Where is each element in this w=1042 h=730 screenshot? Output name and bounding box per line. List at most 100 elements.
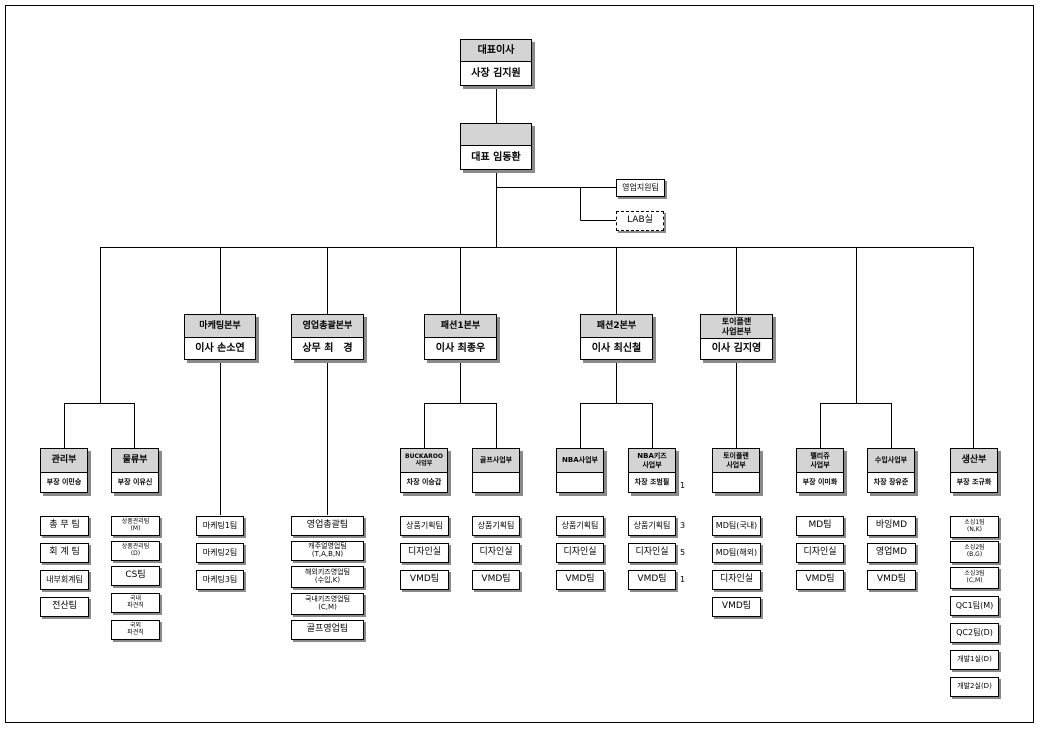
division-title: 패션1본부: [425, 315, 496, 338]
division-head: 이사 손소연: [195, 342, 245, 354]
team-box-pelliccia: MD팀: [796, 516, 844, 536]
dept-head: 차장 장유준: [873, 478, 909, 487]
president-box: 대표 임동환: [460, 123, 532, 170]
team-box-marketing: 마케팅1팀: [196, 516, 244, 536]
team-box-import: 영업MD: [867, 543, 916, 563]
side-note: 5: [680, 548, 686, 557]
team-box-logistics: 상품관리팀 (M): [111, 516, 160, 536]
team-box-nba-kids: VMD팀: [628, 570, 676, 590]
team-box-sales: 해외키즈영업팀 (수입,K): [291, 566, 364, 588]
team-box-pelliccia: VMD팀: [796, 570, 844, 590]
side-note: 1: [680, 575, 686, 584]
team-box-admin: 총 무 팀: [40, 516, 89, 536]
division-title: 토이플랜 사업본부: [701, 315, 772, 339]
staff-sales-support: 영업지원팀: [616, 179, 665, 197]
ceo-name: 사장 김지원: [471, 67, 521, 79]
org-chart-frame: [5, 5, 1034, 723]
team-box-production: 소싱2팀 (B,G): [950, 541, 999, 563]
dept-toyplan: 토이플랜 사업부: [712, 448, 760, 493]
team-box-toyplan: MD팀(국내): [712, 516, 761, 536]
division-toy: 토이플랜 사업본부 이사 김지영: [700, 314, 773, 360]
dept-head: 부장 조규화: [956, 478, 992, 487]
dept-title: 물류부: [112, 449, 158, 473]
team-box-nba: VMD팀: [556, 570, 604, 590]
team-box-toyplan: VMD팀: [712, 597, 761, 617]
dept-pelliccia: 펠리쥬 사업부 부장 이미화: [796, 448, 844, 493]
team-box-logistics: 국외 파견직: [111, 620, 160, 640]
dept-head: [473, 473, 519, 492]
dept-title: 펠리쥬 사업부: [797, 449, 843, 473]
dept-nba: NBA사업부: [556, 448, 604, 493]
team-box-logistics: 상품관리팀 (D): [111, 541, 160, 561]
side-note: 3: [680, 521, 686, 530]
side-note: 1: [680, 481, 686, 490]
dept-title: 생산부: [951, 449, 997, 473]
dept-title: NBA사업부: [557, 449, 603, 473]
dept-title: NBA키즈 사업부: [629, 449, 675, 473]
division-fashion2: 패션2본부 이사 최신철: [580, 314, 653, 360]
team-box-production: 소싱1팀 (N,K): [950, 516, 999, 538]
team-box-sales: 국내키즈영업팀 (C,M): [291, 593, 364, 615]
team-box-import: 바잉MD: [867, 516, 916, 536]
dept-title: 토이플랜 사업부: [713, 449, 759, 473]
dept-head: 부장 이유신: [117, 478, 153, 487]
dept-buckaroo: BUCKAROO 사업부 차장 이승갑: [400, 448, 448, 493]
team-box-logistics: 국내 파견직: [111, 593, 160, 613]
team-box-production: QC1팀(M): [950, 596, 999, 616]
dept-nba-kids: NBA키즈 사업부 차장 조범필: [628, 448, 676, 493]
team-box-nba-kids: 상품기획팀: [628, 516, 676, 536]
dept-import: 수입사업부 차장 장유준: [867, 448, 915, 493]
team-box-golf: 디자인실: [472, 543, 520, 563]
ceo-title: 대표이사: [461, 40, 531, 62]
team-box-import: VMD팀: [867, 570, 916, 590]
dept-head: [713, 473, 759, 492]
team-box-sales: 골프영업팀: [291, 620, 364, 640]
division-title: 패션2본부: [581, 315, 652, 338]
team-box-toyplan: 디자인실: [712, 570, 761, 590]
team-box-marketing: 마케팅2팀: [196, 543, 244, 563]
president-title: [461, 124, 531, 146]
division-sales: 영업총괄본부 상무 최 경: [291, 314, 364, 360]
dept-head: 차장 이승갑: [406, 478, 442, 487]
team-box-pelliccia: 디자인실: [796, 543, 844, 563]
dept-golf: 골프사업부: [472, 448, 520, 493]
team-box-marketing: 마케팅3팀: [196, 570, 244, 590]
team-box-nba-kids: 디자인실: [628, 543, 676, 563]
division-title: 영업총괄본부: [292, 315, 363, 338]
dept-production: 생산부 부장 조규화: [950, 448, 998, 493]
team-box-production: 개발2실(D): [950, 677, 999, 697]
team-box-admin: 내부회계팀: [40, 570, 89, 590]
team-box-golf: VMD팀: [472, 570, 520, 590]
team-box-admin: 전산팀: [40, 597, 89, 617]
dept-admin: 관리부 부장 이민승: [40, 448, 88, 493]
team-box-golf: 상품기획팀: [472, 516, 520, 536]
dept-head: 부장 이미화: [802, 478, 838, 487]
dept-head: 차장 조범필: [634, 478, 670, 487]
team-box-nba: 디자인실: [556, 543, 604, 563]
division-title: 마케팅본부: [185, 315, 255, 338]
dept-head: [557, 473, 603, 492]
team-box-buckaroo: 상품기획팀: [400, 516, 449, 536]
team-box-production: QC2팀(D): [950, 623, 999, 643]
division-head: 이사 최종우: [435, 342, 486, 354]
division-head: 이사 김지영: [711, 343, 762, 355]
dept-head: 부장 이민승: [46, 478, 82, 487]
dept-title: 관리부: [41, 449, 87, 473]
team-box-sales: 영업총괄팀: [291, 516, 364, 536]
division-fashion1: 패션1본부 이사 최종우: [424, 314, 497, 360]
team-box-admin: 회 계 팀: [40, 543, 89, 563]
division-marketing: 마케팅본부 이사 손소연: [184, 314, 256, 360]
team-box-sales: 캐주얼영업팀 (T,A,B,N): [291, 541, 364, 561]
dept-title: 골프사업부: [473, 449, 519, 473]
dept-logistics: 물류부 부장 이유신: [111, 448, 159, 493]
division-head: 상무 최 경: [302, 342, 353, 354]
team-box-nba: 상품기획팀: [556, 516, 604, 536]
dept-title: 수입사업부: [868, 449, 914, 473]
team-box-production: 개발1실(D): [950, 650, 999, 670]
division-head: 이사 최신철: [591, 342, 642, 354]
dept-title: BUCKAROO 사업부: [401, 449, 447, 473]
team-box-production: 소싱3팀 (C,M): [950, 567, 999, 589]
staff-lab: LAB실: [616, 211, 664, 231]
president-name: 대표 임동환: [471, 151, 521, 163]
